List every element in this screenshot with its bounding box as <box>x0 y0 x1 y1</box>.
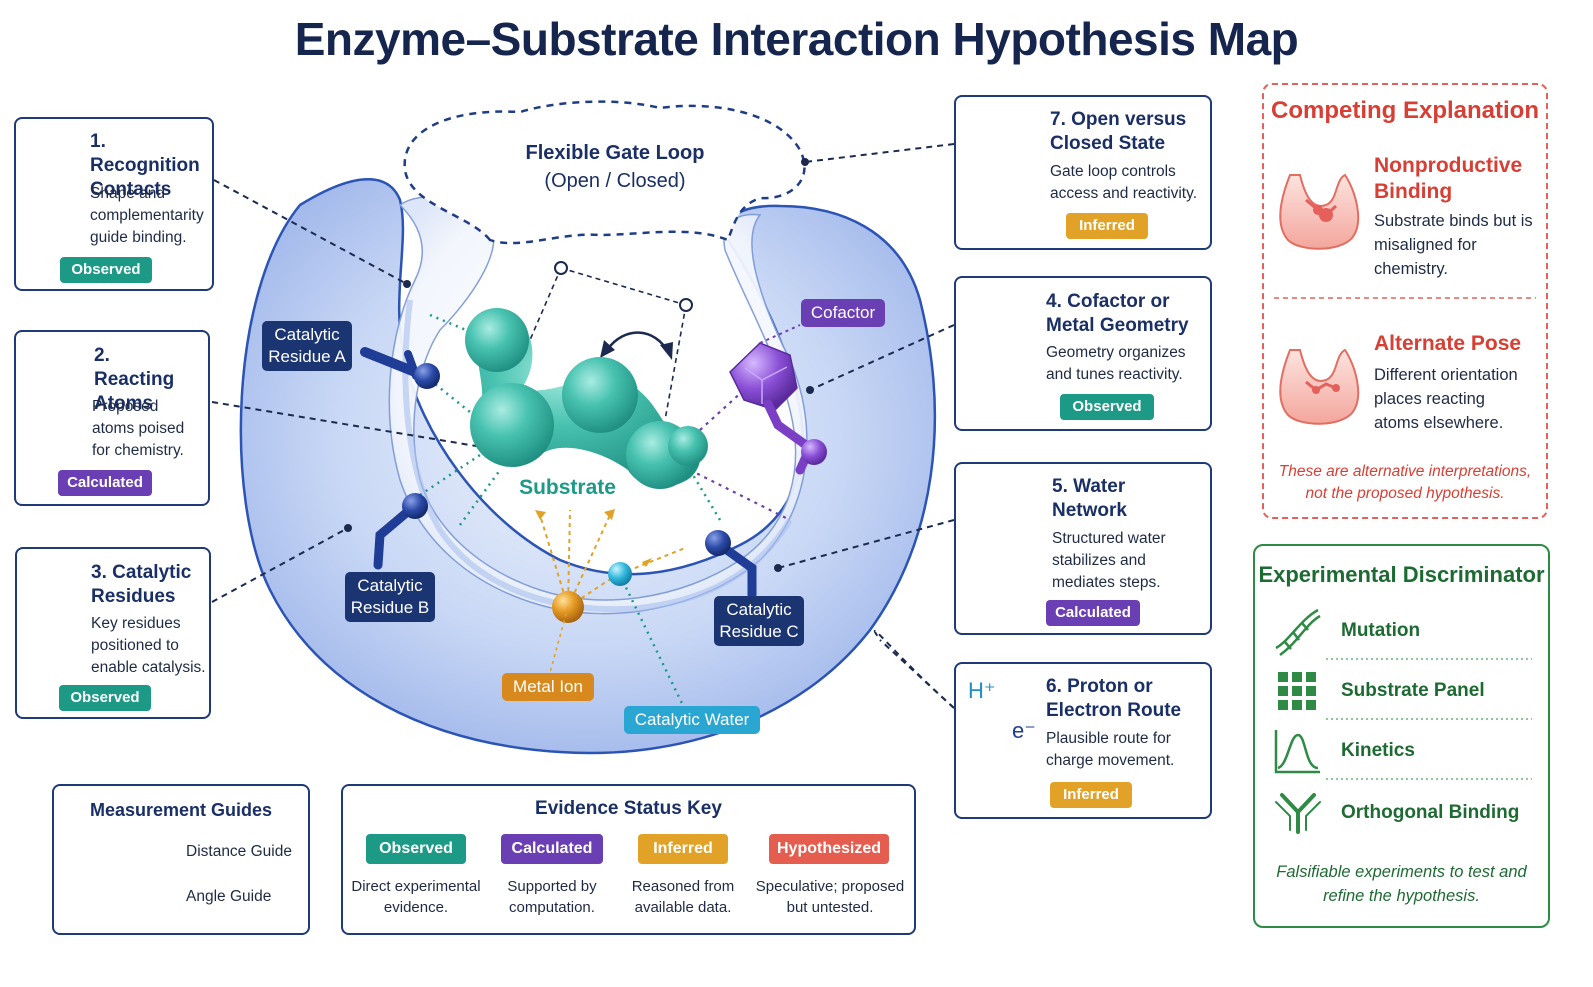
competing-note: These are alternative interpretations, n… <box>1278 463 1532 502</box>
status-badge: Calculated <box>1046 600 1140 626</box>
substrate-label: Substrate <box>519 476 616 499</box>
residue-a-sidechain <box>360 347 440 389</box>
key-inferred-desc: Reasoned from available data. <box>631 878 735 916</box>
nonproductive-binding-icon <box>1279 173 1360 250</box>
status-badge: Observed <box>60 257 152 283</box>
distance-guide-label: Distance Guide <box>186 843 292 860</box>
competing-explanation-panel: Competing Explanation Nonproductive Bind… <box>1262 83 1548 519</box>
residue-c-label: Catalytic Residue C <box>714 596 804 646</box>
experiment-kinetics: Kinetics <box>1341 740 1415 761</box>
page-title: Enzyme–Substrate Interaction Hypothesis … <box>294 13 1299 65</box>
card-water-desc: Structured water stabilizes and mediates… <box>1052 530 1166 591</box>
exp-separators <box>1326 658 1532 780</box>
card-open-closed-desc: Gate loop controls access and reactivity… <box>1050 163 1198 202</box>
card-recognition-desc: Shape and complementarity guide binding. <box>90 185 204 246</box>
dna-icon <box>1275 608 1321 657</box>
competing-item-desc: Substrate binds but is misaligned for ch… <box>1374 212 1533 278</box>
measurement-guides-panel: Measurement Guides Distance Guide Angle … <box>52 784 310 935</box>
competing-item-title: Nonproductive Binding <box>1374 154 1523 203</box>
catalytic-water-label: Catalytic Water <box>624 706 760 734</box>
card-open-closed: 7. Open versus Closed State Gate loop co… <box>954 95 1212 250</box>
status-badge: Observed <box>59 685 151 711</box>
measurement-title: Measurement Guides <box>89 800 273 820</box>
angle-guide-label: Angle Guide <box>186 888 272 905</box>
residue-b-sidechain <box>373 493 428 570</box>
card-catalytic: 3. Catalytic Residues Key residues posit… <box>15 547 211 719</box>
card-cofactor-title: 4. Cofactor or Metal Geometry <box>1046 291 1189 336</box>
status-badge: Calculated <box>58 470 152 496</box>
card-proton-title: 6. Proton or Electron Route <box>1046 676 1182 721</box>
key-calculated-badge: Calculated <box>501 834 603 864</box>
competing-item-title: Alternate Pose <box>1374 332 1522 355</box>
card-catalytic-desc: Key residues positioned to enable cataly… <box>91 615 206 676</box>
h-plus-label: H⁺ <box>968 678 996 703</box>
gate-loop-state: (Open / Closed) <box>544 170 686 192</box>
protein-body <box>239 178 937 755</box>
competing-item-desc: Different orientation places reacting at… <box>1374 366 1518 432</box>
residue-b-label: Catalytic Residue B <box>345 572 435 622</box>
experiment-orthogonal-binding: Orthogonal Binding <box>1341 802 1520 823</box>
e-minus-label: e⁻ <box>1012 718 1036 743</box>
status-badge: Inferred <box>1050 782 1132 808</box>
status-badge: Observed <box>1060 394 1154 420</box>
card-reacting-desc: Proposed atoms poised for chemistry. <box>92 398 185 459</box>
residue-c-sidechain <box>705 530 757 600</box>
card-catalytic-title: 3. Catalytic Residues <box>91 562 192 607</box>
key-hypothesized-desc: Speculative; proposed but untested. <box>755 878 905 916</box>
experimental-title: Experimental Discriminator <box>1258 562 1545 587</box>
competing-title: Competing Explanation <box>1270 97 1539 124</box>
card-open-closed-title: 7. Open versus Closed State <box>1050 109 1187 154</box>
key-inferred-badge: Inferred <box>638 834 728 864</box>
evidence-status-key: Evidence Status Key Observed Calculated … <box>341 784 916 935</box>
experimental-discriminator-panel: Experimental Discriminator Mutation Subs… <box>1253 544 1550 928</box>
card-water: 5. Water Network Structured water stabil… <box>954 462 1212 635</box>
experiment-mutation: Mutation <box>1341 620 1421 641</box>
binding-pocket <box>388 196 808 615</box>
experiment-substrate-panel: Substrate Panel <box>1341 680 1485 701</box>
substrate-panel-icon <box>1278 672 1316 710</box>
key-observed-desc: Direct experimental evidence. <box>351 878 481 916</box>
card-reacting: 2. Reacting Atoms Proposed atoms poised … <box>14 330 210 506</box>
card-recognition-title: 1. Recognition Contacts <box>90 131 200 200</box>
cofactor-hexagon <box>729 342 827 475</box>
alternate-pose-icon <box>1279 348 1360 425</box>
card-cofactor-desc: Geometry organizes and tunes reactivity. <box>1046 344 1186 383</box>
antibody-icon <box>1275 793 1321 834</box>
status-badge: Inferred <box>1066 213 1148 239</box>
gate-loop-label: Flexible Gate Loop <box>525 142 705 164</box>
gate-loop-outline <box>403 100 806 245</box>
catalytic-water-sphere <box>608 562 632 586</box>
kinetics-icon <box>1274 730 1320 774</box>
card-cofactor: 4. Cofactor or Metal Geometry Geometry o… <box>954 276 1212 431</box>
key-calculated-desc: Supported by computation. <box>507 878 597 916</box>
metal-ion-label: Metal Ion <box>502 673 594 701</box>
evidence-key-title: Evidence Status Key <box>535 798 722 819</box>
substrate-molecule <box>465 308 708 489</box>
experimental-note: Falsifiable experiments to test and refi… <box>1276 863 1527 905</box>
key-observed-badge: Observed <box>366 834 466 864</box>
card-water-title: 5. Water Network <box>1052 476 1127 521</box>
cofactor-label: Cofactor <box>801 299 885 327</box>
residue-a-label: Catalytic Residue A <box>262 321 352 371</box>
card-recognition: 1. Recognition Contacts Shape and comple… <box>14 117 214 291</box>
card-proton: H⁺ e⁻ 6. Proton or Electron Route Plausi… <box>954 662 1212 819</box>
key-hypothesized-badge: Hypothesized <box>769 834 889 864</box>
card-proton-desc: Plausible route for charge movement. <box>1046 730 1175 769</box>
card-reacting-title: 2. Reacting Atoms <box>94 345 175 414</box>
